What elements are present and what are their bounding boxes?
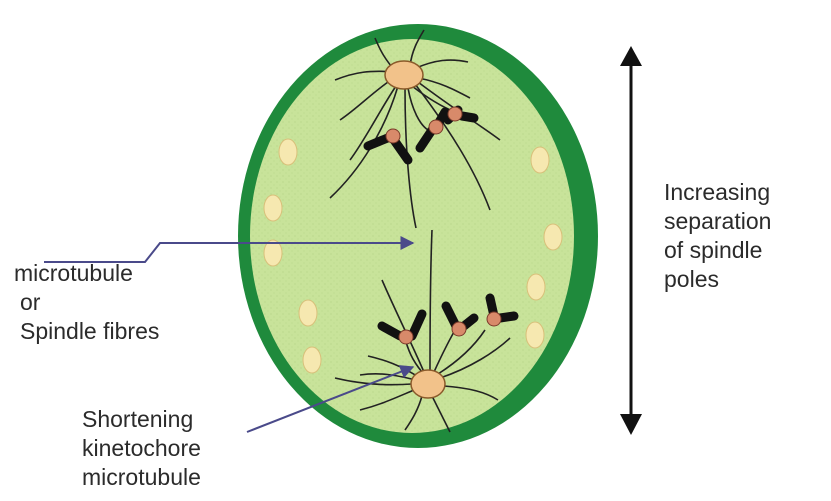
spindle-fibres-label-line1: microtubule <box>14 259 159 288</box>
spindle-fibres-label-line2: or <box>14 288 159 317</box>
kinetochore-label-line2: kinetochore <box>82 434 201 463</box>
separation-label-line4: poles <box>664 265 771 294</box>
lower-centrosome <box>411 370 445 398</box>
separation-arrow-top-head <box>620 46 642 66</box>
kinetochore-label-line1: Shortening <box>82 405 201 434</box>
spindle-fibres-label: microtubule or Spindle fibres <box>14 259 159 346</box>
separation-label-line3: of spindle <box>664 236 771 265</box>
kinetochore-label-line3: microtubule <box>82 463 201 492</box>
kinetochore-microtubule-label: Shortening kinetochore microtubule <box>82 405 201 492</box>
separation-label-line2: separation <box>664 207 771 236</box>
separation-arrow-bottom-head <box>620 414 642 435</box>
upper-centrosome <box>385 61 423 89</box>
separation-label-line1: Increasing <box>664 178 771 207</box>
separation-label: Increasing separation of spindle poles <box>664 178 771 294</box>
spindle-fibres-label-line3: Spindle fibres <box>14 317 159 346</box>
